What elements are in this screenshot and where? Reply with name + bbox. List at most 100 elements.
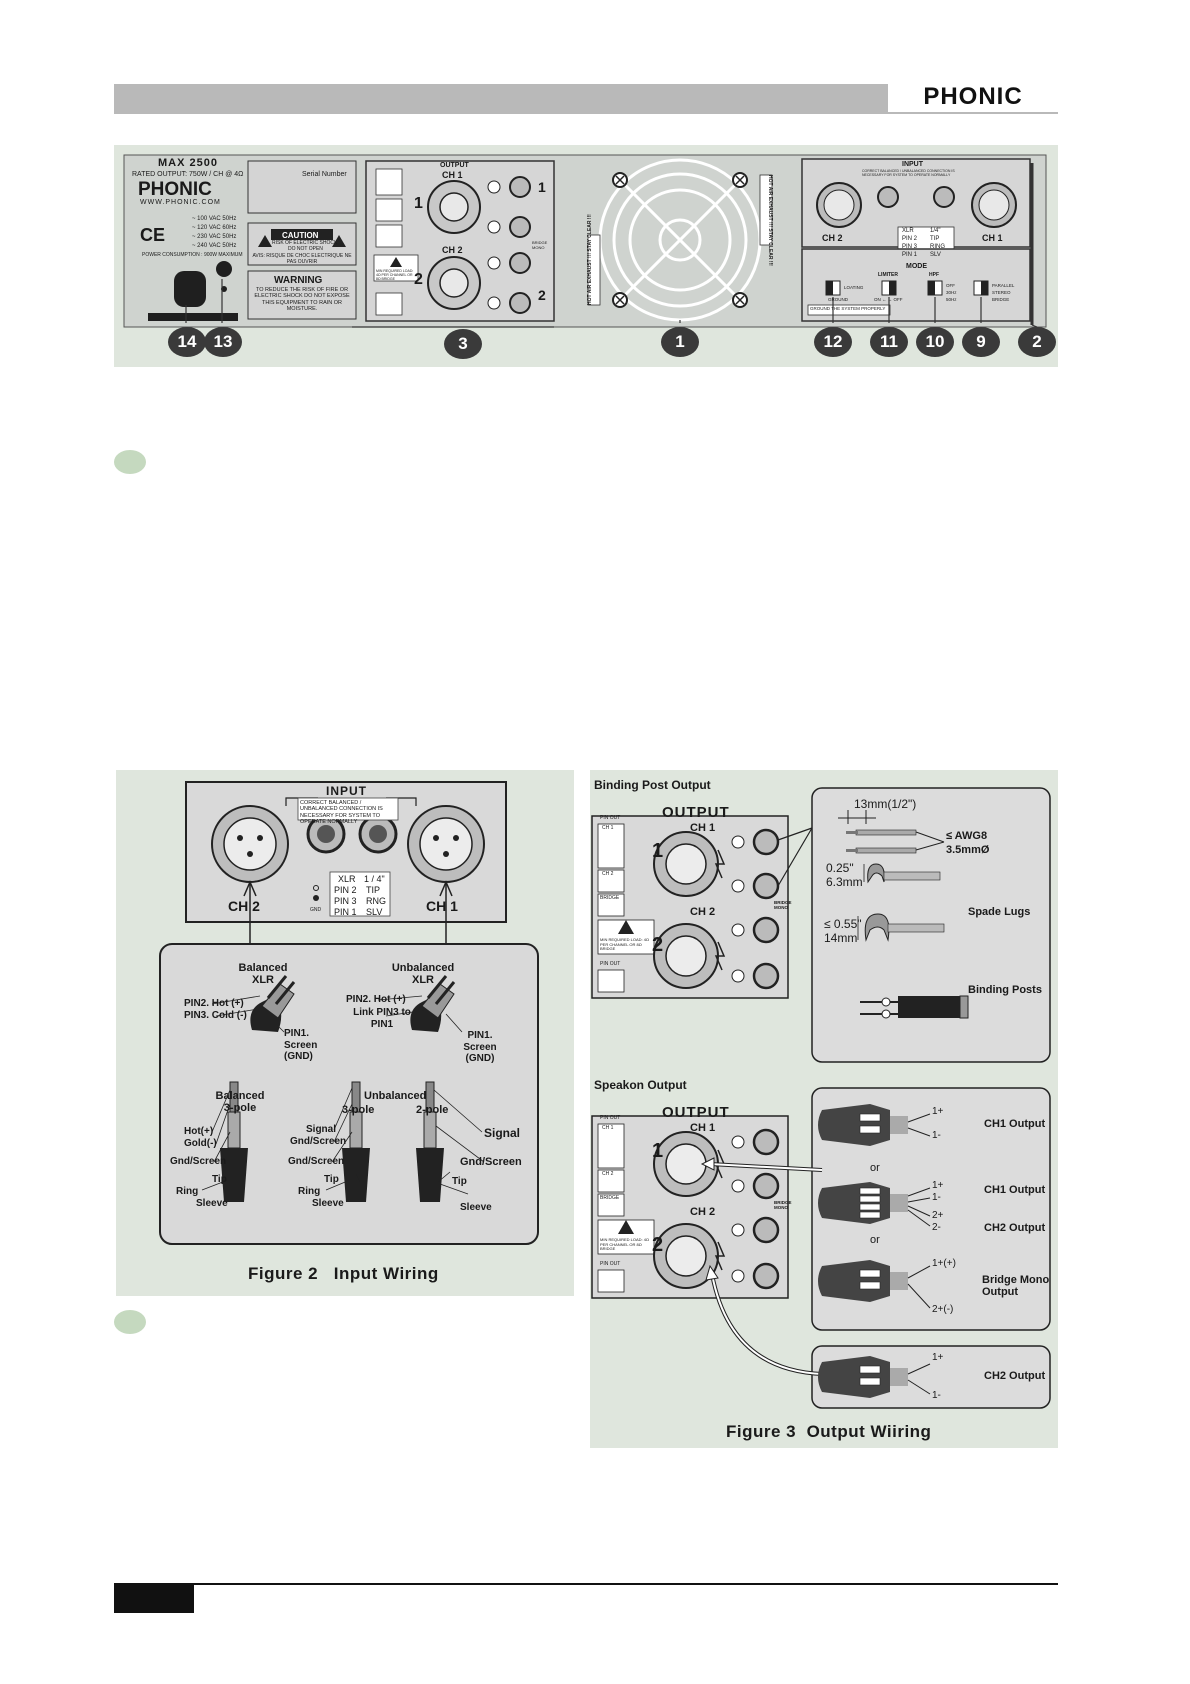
voltage-120: ~ 120 VAC 60Hz — [192, 225, 237, 231]
b3-gold-label: Gold(-) — [184, 1138, 217, 1149]
balanced-xlr-title: Balanced XLR — [238, 962, 288, 986]
min-load-warning-icon — [390, 257, 402, 267]
plug2-label-ch2: CH2 Output — [984, 1222, 1046, 1234]
fig2-pin-rng: RNG — [366, 896, 386, 906]
unbalanced-xlr-plug — [410, 975, 456, 1032]
fig2-pin2: PIN 2 — [334, 885, 357, 895]
pin-tip: TIP — [930, 236, 940, 242]
fig3-num2-1: 2 — [652, 934, 664, 956]
binding-posts-label: Binding Posts — [968, 984, 1042, 996]
section-bullet-1 — [114, 450, 146, 474]
rear-panel: MAX 2500 RATED OUTPUT: 750W / CH @ 4Ω PH… — [114, 145, 1058, 367]
speakon-title: Speakon Output — [594, 1078, 687, 1092]
fig3-ch2-label-1: CH 2 — [690, 906, 716, 918]
figure-3-panel: Binding Post Output Speakon Output OUTPU… — [590, 770, 1058, 1448]
input-note: CORRECT BALANCED / UNBALANCED CONNECTION… — [862, 169, 955, 178]
fig3-min-load-2: MIN REQUIRED LOAD: 4Ω PER CHANNEL OR 8Ω … — [600, 1237, 649, 1252]
spade-lugs-label: Spade Lugs — [968, 906, 1031, 918]
unbalanced-heading: Unbalanced — [364, 1090, 427, 1102]
three-pole-label: 3-pole — [342, 1104, 375, 1116]
hot-air-left-label: HOT AIR EXHAUST !!! STAY CLEAR !!! — [587, 214, 593, 305]
brand-logo: PHONIC — [923, 83, 1023, 110]
mode-stereo: STEREO — [992, 290, 1011, 295]
output-num-2: 2 — [414, 271, 423, 288]
u3-tip-label: Tip — [324, 1174, 339, 1185]
unbalanced-3pole-plug — [342, 1081, 370, 1202]
limiter-title: LIMITER — [878, 272, 898, 278]
fig3-ch2-pin-2: CH 2 — [602, 1171, 614, 1177]
ce-mark-icon: CE — [140, 225, 166, 245]
bal-pin3-label: PIN3. Cold (-) — [184, 1010, 247, 1021]
u3-ring-label: Ring — [298, 1186, 321, 1197]
speakon-plug-ch1-ch2 — [818, 1182, 908, 1224]
header-notch — [888, 84, 1058, 114]
mode-parallel: PARALLEL — [992, 283, 1015, 288]
panel-brand-logo: PHONIC — [138, 179, 212, 200]
plug4-neg: 1- — [932, 1390, 941, 1401]
figure-2-caption: Figure 2 Input Wiring — [248, 1264, 439, 1283]
hpf-50hz: 50Hz — [946, 297, 957, 302]
input-title: INPUT — [902, 161, 923, 168]
caution-french: AVIS: RISQUE DE CHOC ELECTRIQUE NE PAS O… — [252, 253, 352, 265]
b3-ring-label: Ring — [176, 1186, 199, 1197]
fig3-output-title-1: OUTPUT — [662, 804, 730, 821]
callout-10: 10 — [916, 327, 954, 357]
input-wiring-drawing — [159, 781, 539, 1245]
output-ch2-label: CH 2 — [442, 245, 463, 255]
b3-tip-label: Tip — [212, 1174, 227, 1185]
fig2-pin-xlr: XLR — [338, 874, 356, 884]
unbal-pin2-label: PIN2. Hot (+) — [346, 994, 406, 1005]
u3-signal-label: Signal — [306, 1124, 337, 1135]
fig3-pinout-ch2-2: PIN OUT — [600, 1261, 621, 1267]
callout-13: 13 — [204, 327, 242, 357]
awg-mm-label: 3.5mmØ — [946, 844, 990, 856]
hpf-30hz: 30Hz — [946, 290, 957, 295]
fig2-pin-quarter: 1 / 4" — [364, 874, 385, 884]
output-num-1: 1 — [414, 195, 423, 212]
bridge-mono-label: BRIDGE MONO — [532, 240, 548, 250]
fig2-pin1: PIN 1 — [334, 907, 357, 917]
stripped-wire-1 — [855, 829, 917, 836]
caution-triangle-icon — [258, 235, 272, 247]
warning-text: TO REDUCE THE RISK OF FIRE OR ELECTRIC S… — [254, 287, 350, 312]
unbalanced-2pole-plug — [416, 1081, 444, 1202]
caution-line2: DO NOT OPEN — [288, 246, 323, 252]
plug2-neg2: 2- — [932, 1222, 941, 1233]
stripped-wire-2 — [855, 847, 917, 854]
output-post-num-1: 1 — [538, 179, 546, 195]
fig3-ch1-pin-1: CH 1 — [602, 825, 614, 831]
voltage-240: ~ 240 VAC 50Hz — [192, 243, 237, 249]
fig3-num1-2: 1 — [652, 1140, 664, 1162]
hpf-off: OFF — [946, 283, 955, 288]
caution-title: CAUTION — [282, 231, 319, 240]
fig2-ch1-label: CH 1 — [426, 898, 458, 914]
rear-panel-drawing — [123, 154, 1047, 328]
fig3-output-title-2: OUTPUT — [662, 1104, 730, 1121]
binding-post-icon — [860, 995, 969, 1019]
pin-2: PIN 2 — [902, 236, 918, 242]
warning-title: WARNING — [274, 275, 323, 286]
u2-sleeve-label: Sleeve — [460, 1202, 492, 1213]
plug3-neg: 2+(-) — [932, 1304, 954, 1315]
strip-length-label: 13mm(1/2") — [854, 797, 917, 811]
fig2-pin3: PIN 3 — [334, 896, 357, 906]
pin-3: PIN 3 — [902, 244, 918, 250]
header-line — [114, 112, 1058, 114]
unbal-link-label: Link PIN3 to PIN1 — [353, 1007, 411, 1030]
bal-pin2-label: PIN2. Hot (+) — [184, 998, 244, 1009]
or-label-2: or — [870, 1234, 880, 1246]
pin-1: PIN 1 — [902, 252, 918, 258]
b3-gnd-label: Gnd/Screen — [170, 1156, 227, 1167]
output-ch1-label: CH 1 — [442, 170, 463, 180]
fig2-ch2-label: CH 2 — [228, 898, 260, 914]
spade-width-1: 0.25" — [826, 861, 854, 875]
switch-ground: GROUND — [828, 297, 848, 302]
fig3-pinout-1: PIN OUT — [600, 815, 621, 821]
power-consumption: POWER CONSUMPTION : 900W MAXIMUM — [142, 252, 243, 258]
fig2-gnd-label: GND — [310, 907, 322, 913]
mode-bridge: BRIDGE — [992, 297, 1010, 302]
bal-pin1-label: PIN1. Screen (GND) — [284, 1028, 318, 1062]
plug2-pos1: 1+ — [932, 1180, 944, 1191]
balanced-3pole-plug — [220, 1081, 248, 1202]
serial-number-label: Serial Number — [302, 171, 347, 178]
